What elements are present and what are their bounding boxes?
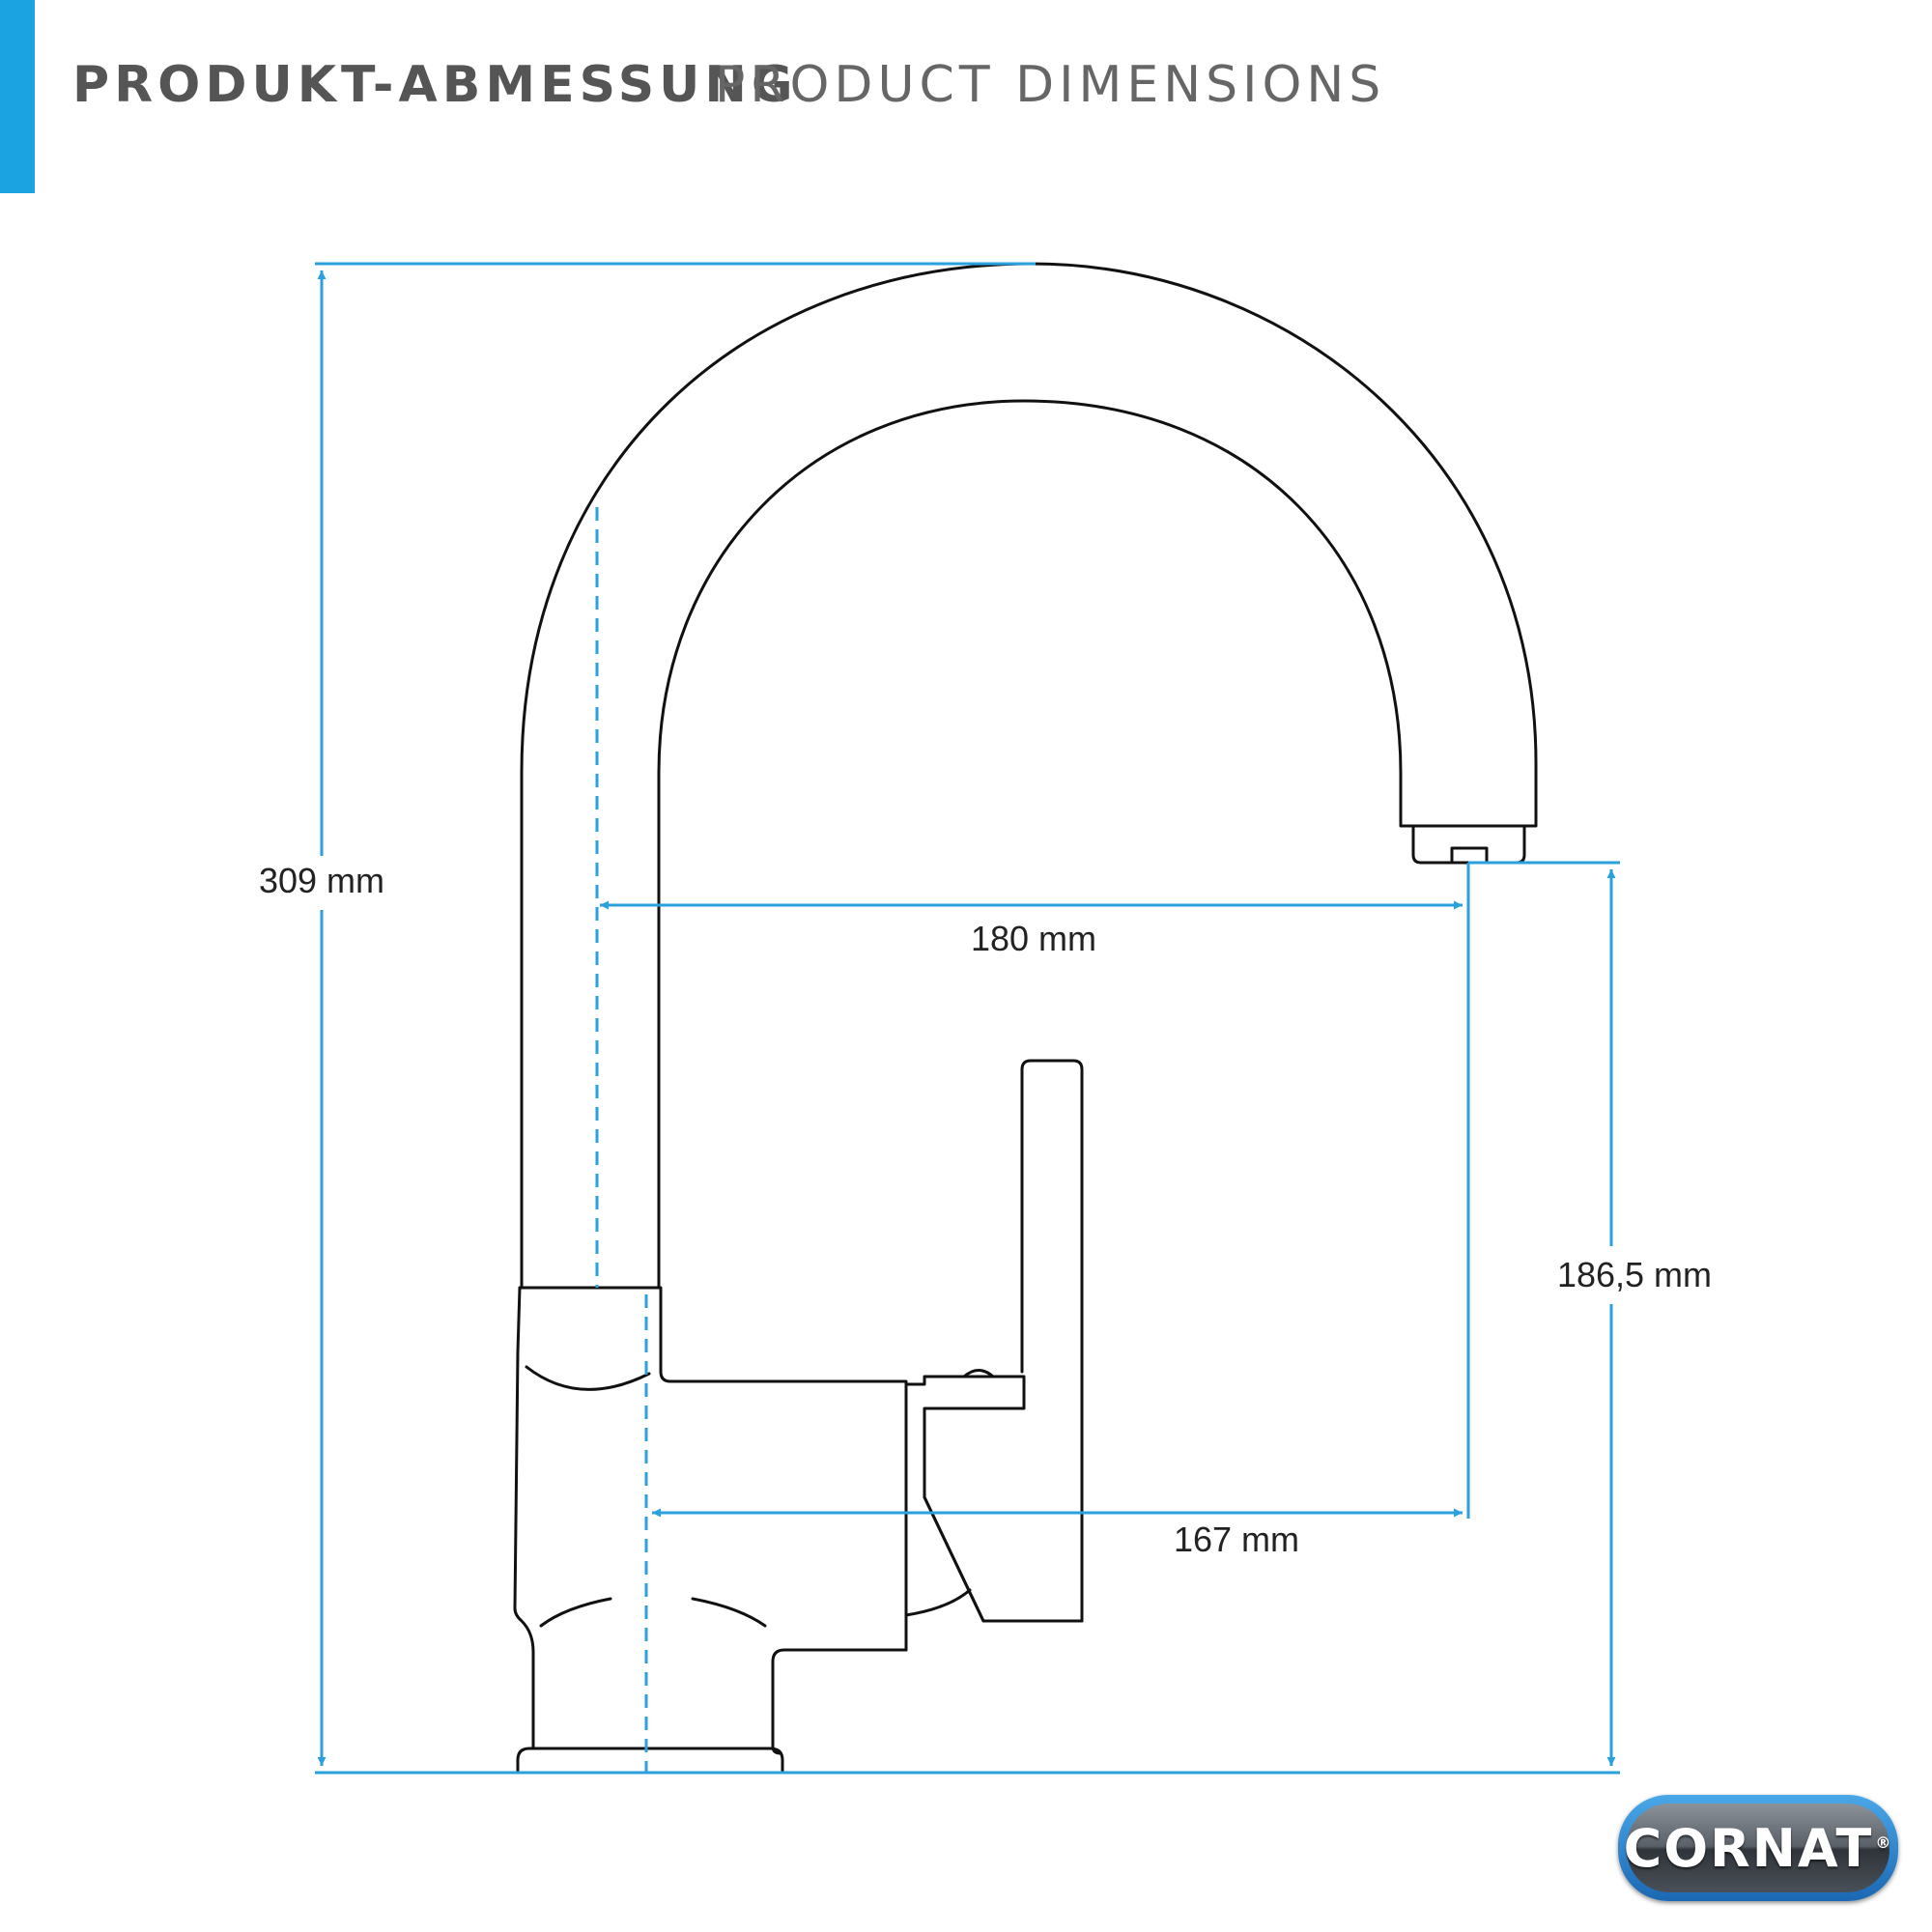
body-left [513,1286,535,1750]
logo-text: CORNAT® [1623,1817,1893,1879]
housing-step [923,1495,1084,1623]
label-spout-reach: 180 mm [971,919,1096,958]
body-curve-right [691,1597,767,1628]
dimension-lines [315,262,1620,1775]
spout-outer [520,262,1538,1290]
cornat-logo: CORNAT® [1618,1795,1898,1901]
faucet-outline [513,262,1538,1773]
label-base-reach: 167 mm [1174,1520,1299,1559]
lever-housing [904,1059,1084,1623]
aerator [1411,824,1526,865]
label-outlet-height: 186,5 mm [1557,1255,1712,1294]
lever-pin [962,1369,995,1378]
title-english: PRODUCT DIMENSIONS [715,56,1386,114]
accent-bar [0,0,35,193]
title-german: PRODUKT-ABMESSUNG [72,56,798,114]
collar-curve-top [525,1365,651,1391]
collar [518,1286,908,1755]
housing-curve [904,1588,972,1617]
label-total-height: 309 mm [259,861,384,900]
aerator-nozzle [1450,846,1489,865]
base [516,1747,784,1773]
body-curve-left [539,1597,612,1628]
